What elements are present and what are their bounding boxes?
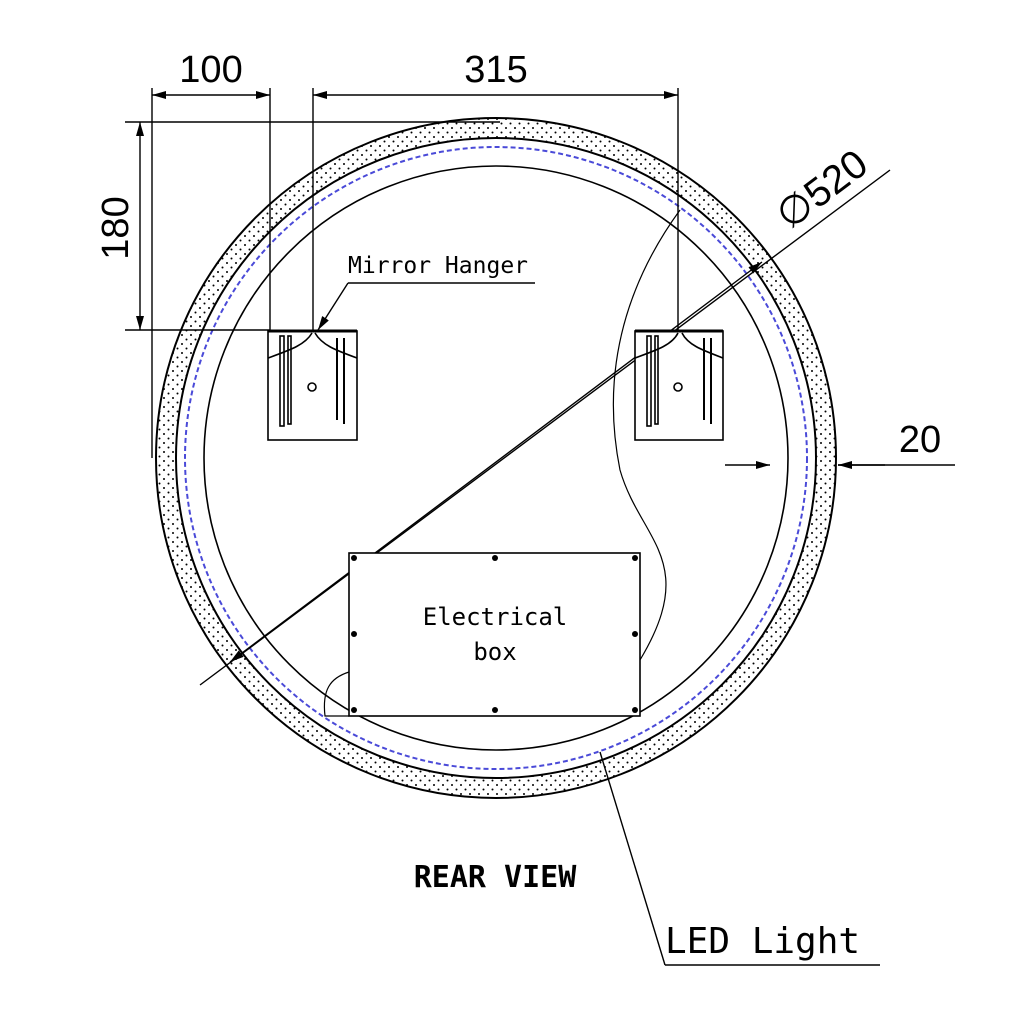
dim-hanger-spacing: 315 — [464, 49, 527, 91]
led-light-label: LED Light — [665, 921, 860, 962]
view-title: REAR VIEW — [414, 860, 577, 895]
inner-edge — [203, 165, 789, 751]
frame-inner-edge — [175, 137, 817, 779]
mirror-hanger-left — [267, 329, 358, 441]
dim-left-offset: 100 — [179, 49, 242, 91]
led-strip — [184, 146, 808, 770]
dim-hanger-height: 180 — [95, 196, 137, 259]
electrical-box — [323, 552, 641, 717]
dim-diameter: ∅520 — [768, 141, 876, 237]
mirror-hanger-right — [634, 329, 724, 441]
dim-frame-width: 20 — [899, 419, 941, 461]
outer-edge — [155, 117, 837, 799]
dimension-lines — [125, 88, 955, 966]
electrical-box-label-1: Electrical — [423, 603, 568, 631]
electrical-box-label-2: box — [473, 638, 516, 666]
mirror-frame — [155, 117, 837, 799]
mirror-hanger-label: Mirror Hanger — [348, 253, 528, 279]
